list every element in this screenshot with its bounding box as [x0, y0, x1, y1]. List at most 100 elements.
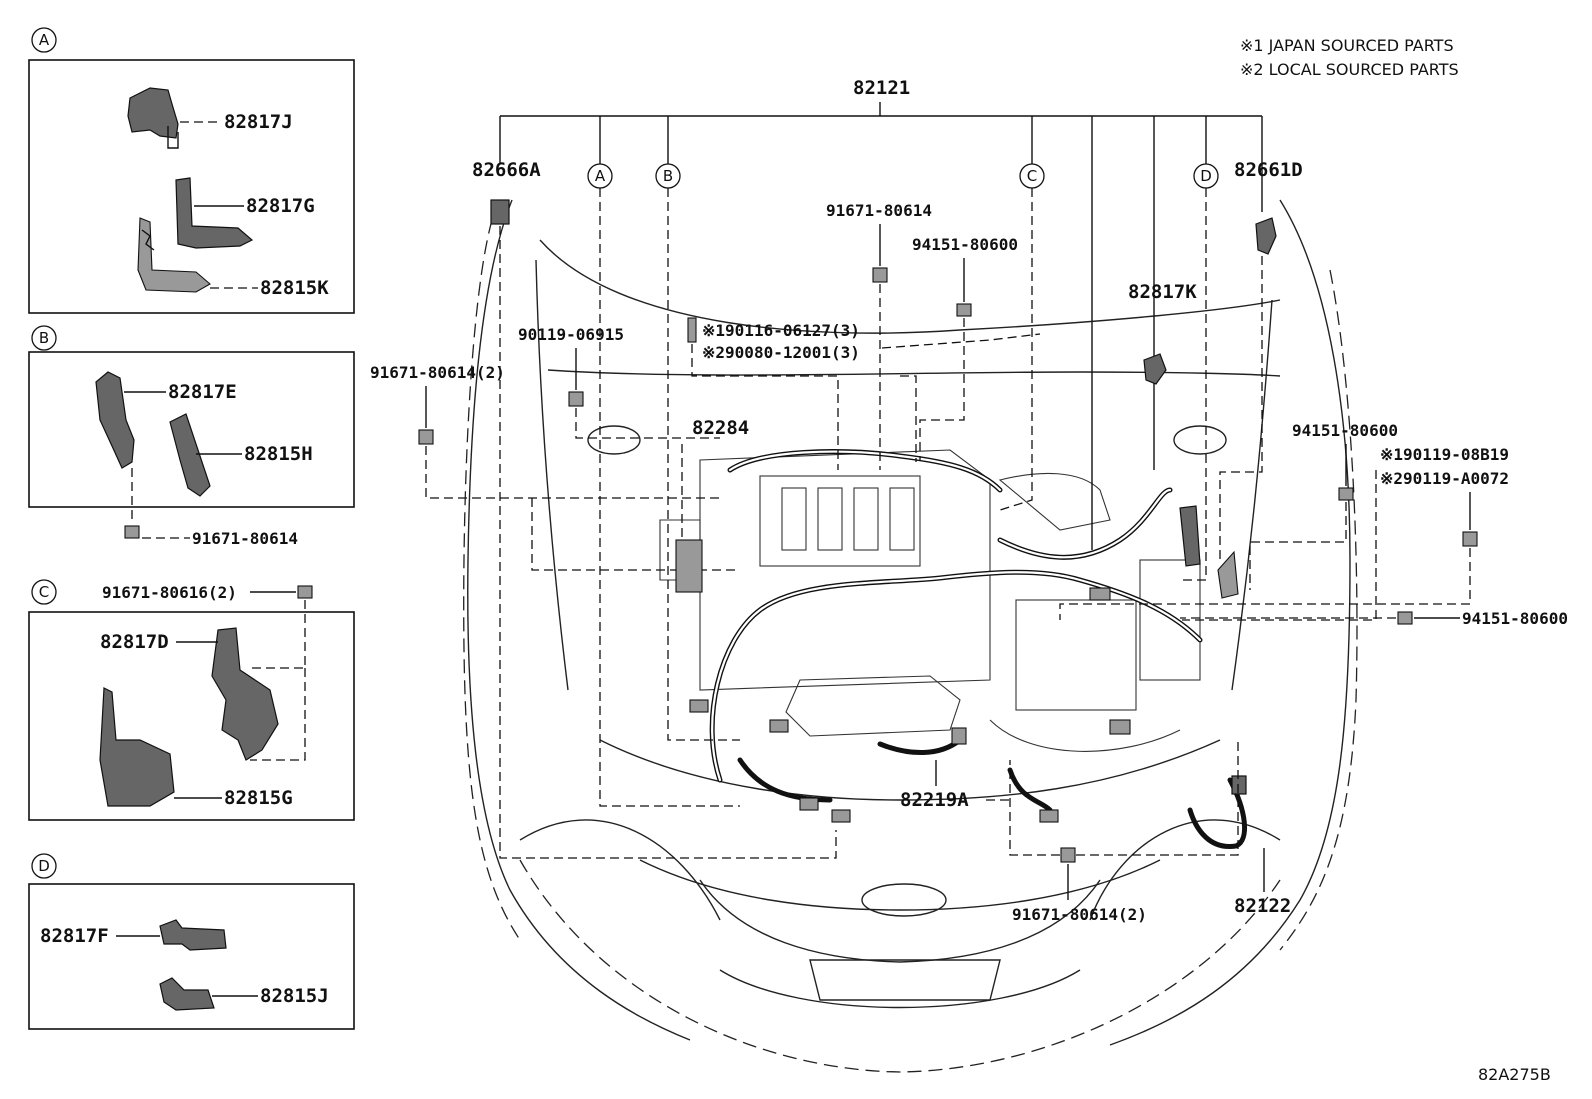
callout-d-label: D: [1200, 167, 1212, 185]
part-82284-icon: [675, 539, 703, 593]
note-local-sourced: ※2 LOCAL SOURCED PARTS: [1240, 60, 1459, 79]
vehicle-grille-top: [639, 859, 1161, 911]
label-82815h: 82815H: [244, 443, 313, 465]
part-82817j-shape: [127, 87, 179, 139]
bolt-91671-80614-bottom-icon: [1060, 847, 1076, 863]
label-94151-80600-right: 94151-80600: [1292, 421, 1398, 440]
detail-d-box: [28, 883, 355, 1030]
harness-connector-5: [1089, 587, 1111, 601]
part-82817e-shape: [95, 371, 135, 469]
label-82122: 82122: [1234, 895, 1291, 917]
vehicle-firewall: [547, 369, 1281, 377]
label-82815k: 82815K: [260, 277, 329, 299]
harness-connector-1: [689, 699, 709, 713]
part-82815k-shape: [137, 217, 211, 293]
part-82817g-shape: [175, 177, 254, 249]
label-91671-80614-2-left: 91671-80614(2): [370, 363, 505, 382]
engine-fuse-box: [1139, 559, 1201, 681]
label-190119-08b19: ※190119-08B19: [1380, 445, 1509, 464]
vehicle-right-headlamp: [1089, 819, 1281, 921]
leader-82661d: [1219, 256, 1263, 560]
bolt-91671-80616-icon: [297, 585, 313, 599]
part-82666a-icon: [490, 199, 510, 225]
detail-c-callout-circle: [31, 579, 57, 605]
leader-c-bolt-down: [250, 600, 306, 669]
detail-a-callout-circle: [31, 27, 57, 53]
detail-c-panel: C 91671-80616(2) 82817D 82815G: [28, 579, 355, 821]
leader-callout-c: [999, 188, 1033, 511]
leader-190116: [691, 344, 839, 470]
detail-b-callout-circle: [31, 325, 57, 351]
label-82817d: 82817D: [100, 631, 169, 653]
harness-82122-sensor-wire: [1187, 777, 1248, 849]
harness-82219a-branch: [877, 737, 963, 755]
leader-90119-dash: [575, 408, 720, 439]
vehicle-left-hood-edge: [463, 219, 521, 941]
engine-battery-box: [1015, 599, 1137, 711]
harness-connector-82219a: [951, 727, 967, 745]
engine-coil-2: [817, 487, 843, 551]
leader-91671-bottom-dash: [1009, 760, 1060, 856]
vehicle-left-strut-tower: [587, 425, 641, 455]
engine-radiator-top: [989, 719, 1181, 752]
vehicle-right-strut-tower: [1173, 425, 1227, 455]
harness-connector-3: [799, 797, 819, 811]
bolt-91671-80614-top-icon: [872, 267, 888, 283]
bolt-91671-80614-b-icon: [124, 525, 140, 539]
detail-b-callout-label: B: [39, 329, 49, 347]
harness-connector-6: [1109, 719, 1131, 735]
label-82661d: 82661D: [1234, 159, 1303, 181]
vehicle-left-fender: [467, 199, 691, 1041]
engine-bay: [659, 449, 1201, 752]
sensor-82122-connector: [1231, 775, 1247, 795]
leader-290080-down: [900, 375, 917, 462]
part-82817d-shape: [211, 627, 279, 761]
vehicle-right-fender: [1109, 199, 1351, 1046]
vehicle-front-bumper-upper: [599, 739, 1221, 801]
engine-front-cover: [785, 675, 961, 737]
label-82815g: 82815G: [224, 787, 293, 809]
leader-91671-left-branch: [531, 498, 740, 571]
label-90119-06915: 90119-06915: [518, 325, 624, 344]
detail-c-box: [28, 611, 355, 821]
part-82661d-icon: [1255, 217, 1277, 255]
leader-94151-right-dash: [1249, 502, 1347, 590]
label-290119-a0072: ※290119-A0072: [1380, 469, 1509, 488]
vehicle-lower-lip: [719, 969, 1081, 1009]
harness-lower-left-branch: [737, 757, 833, 803]
label-82219a: 82219A: [900, 789, 969, 811]
label-82817g: 82817G: [246, 195, 315, 217]
leader-c-bolt-bracket: [250, 668, 306, 761]
callout-b-label: B: [663, 167, 673, 185]
harness-protector-right: [1179, 505, 1201, 567]
harness-connector-2: [769, 719, 789, 733]
engine-coil-3: [853, 487, 879, 551]
label-190116-06127: ※190116-06127(3): [702, 321, 860, 340]
wire-harness-82121: [689, 449, 1248, 849]
nut-94151-80600-top-icon: [956, 303, 972, 317]
harness-lower-right-branch: [1007, 767, 1053, 813]
harness-main-loop-inner: [711, 571, 1202, 782]
engine-coil-1: [781, 487, 807, 551]
vehicle-emblem: [861, 883, 947, 917]
note-japan-sourced: ※1 JAPAN SOURCED PARTS: [1240, 36, 1454, 55]
part-82815j-shape: [159, 977, 215, 1011]
detail-a-box: [28, 59, 355, 314]
engine-intake-duct: [998, 472, 1111, 531]
label-82121: 82121: [853, 77, 910, 99]
detail-b-box: [28, 351, 355, 508]
part-82815g-shape: [99, 687, 175, 807]
main-part-labels: 82666A 82661D 91671-80614 94151-80600 ※1…: [370, 159, 1568, 924]
label-91671-80616-2: 91671-80616(2): [102, 583, 237, 602]
vehicle-license-plate-area: [809, 959, 1001, 1001]
part-82817k-icon: [1143, 353, 1167, 385]
harness-right-branch: [997, 487, 1173, 560]
label-82817j: 82817J: [224, 111, 293, 133]
bolt-190119-icon: [1462, 531, 1478, 547]
detail-b-panel: B 82817E 82815H 91671-80614: [28, 325, 355, 548]
bolt-90119-06915-icon: [568, 391, 584, 407]
bolt-91671-80614-left-icon: [418, 429, 434, 445]
harness-right-branch-inner: [998, 488, 1172, 559]
label-82817f: 82817F: [40, 925, 109, 947]
leader-94151-top-dash: [919, 318, 965, 460]
